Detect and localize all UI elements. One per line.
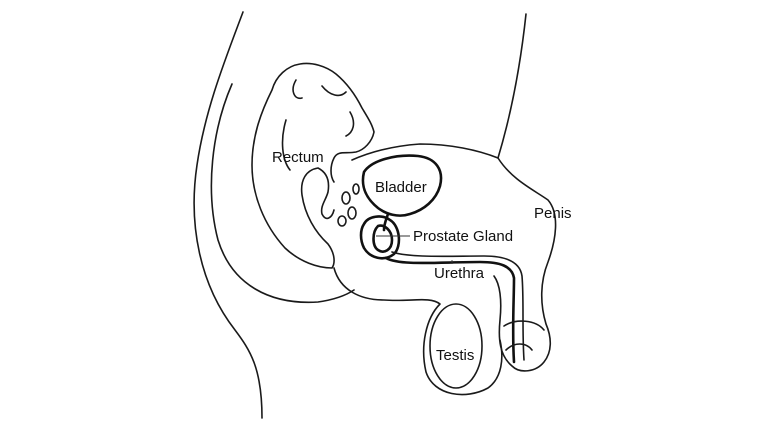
seminal-vesicle (337, 215, 347, 227)
scrotum-outline (333, 267, 503, 396)
seminal-vesicle (341, 191, 351, 205)
prostate-outline (359, 215, 401, 260)
label-prostate-gland: Prostate Gland (413, 228, 513, 245)
label-testis: Testis (436, 347, 474, 364)
back-outline (193, 11, 263, 419)
rectum-folds (281, 79, 355, 171)
bladder-outline (361, 154, 443, 217)
prostate-inner-ring (372, 224, 394, 253)
urethra-line-inner (391, 251, 525, 361)
rectum-wall (251, 62, 375, 269)
seminal-vesicle (347, 206, 357, 220)
label-rectum: Rectum (272, 149, 324, 166)
label-bladder: Bladder (375, 179, 427, 196)
urethra-line (384, 256, 516, 364)
label-urethra: Urethra (434, 265, 485, 282)
label-penis: Penis (534, 205, 572, 222)
penis-outline (493, 157, 557, 372)
glans (503, 320, 545, 351)
sacrum-curve (210, 83, 355, 304)
seminal-vesicle (352, 183, 360, 195)
testis-outline (429, 303, 483, 389)
abdomen-outline (351, 13, 527, 161)
bladder-neck (382, 212, 390, 232)
